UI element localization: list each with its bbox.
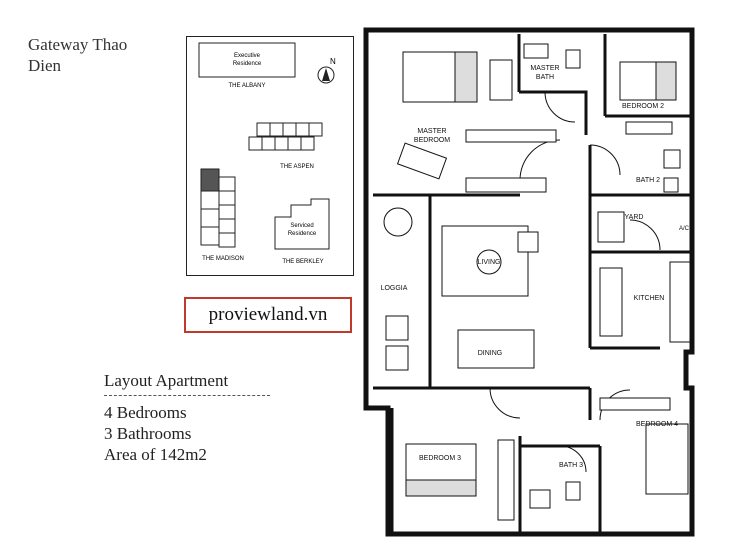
project-title-line-2: Dien	[28, 56, 62, 75]
label-ac: A/C	[679, 226, 690, 232]
compass-arrow-icon	[322, 68, 330, 81]
berkley-box-line-1: Serviced	[290, 223, 313, 229]
label-bedroom-4: BEDROOM 4	[636, 421, 678, 428]
info-bathrooms: 3 Bathrooms	[104, 424, 192, 443]
apartment-info: Layout Apartment 4 Bedrooms 3 Bathrooms …	[104, 370, 270, 465]
master-sink-icon	[523, 43, 549, 59]
master-toilet-icon	[565, 49, 581, 69]
label-master-bath-2: BATH	[536, 74, 554, 81]
label-bedroom-3: BEDROOM 3	[419, 455, 461, 462]
kitchen-counter-icon	[669, 261, 691, 343]
berkley-building	[274, 198, 330, 250]
loggia-chair-icon	[385, 315, 409, 341]
label-living: LIVING	[478, 259, 501, 266]
info-area: Area of 142m2	[104, 445, 207, 464]
madison-label: THE MADISON	[202, 256, 244, 262]
bedroom2-wardrobe-icon	[625, 121, 673, 135]
yard-washer-icon	[597, 211, 625, 243]
bath3-toilet-icon	[565, 481, 581, 501]
bath3-sink-icon	[529, 489, 551, 509]
madison-building	[200, 168, 236, 248]
door-bath3	[559, 445, 587, 473]
label-master-bedroom-1: MASTER	[417, 128, 446, 135]
loggia-plant-icon	[383, 207, 413, 237]
berkley-label: THE BERKLEY	[282, 259, 323, 265]
site-plan-drawing: Executive Residence THE ALBANY N THE ASP…	[198, 42, 336, 265]
bedroom3-wardrobe-icon	[497, 439, 515, 521]
label-bath-2: BATH 2	[636, 177, 660, 184]
master-cabinet-icon	[465, 177, 547, 193]
master-bathtub-icon	[489, 59, 513, 101]
wall-master-bath-south	[519, 90, 588, 135]
site-plan: Executive Residence THE ALBANY N THE ASP…	[186, 36, 354, 276]
door-bedroom3	[489, 387, 521, 419]
berkley-box-line-2: Residence	[288, 231, 317, 237]
info-bedrooms: 4 Bedrooms	[104, 403, 187, 422]
bedroom4-wardrobe-icon	[599, 397, 671, 411]
label-dining: DINING	[478, 350, 503, 357]
label-master-bedroom-2: BEDROOM	[414, 137, 450, 144]
door-yard	[629, 219, 661, 251]
outer-wall	[363, 27, 695, 537]
info-divider	[104, 395, 270, 396]
label-yard: YARD	[625, 214, 644, 221]
albany-building	[198, 42, 296, 78]
bath2-sink-icon	[663, 149, 681, 169]
label-loggia: LOGGIA	[381, 285, 408, 292]
aspen-building	[248, 122, 323, 151]
label-master-bath-1: MASTER	[530, 65, 559, 72]
bedroom3-bed-pillows-icon	[405, 479, 477, 497]
aspen-label: THE ASPEN	[280, 164, 314, 170]
info-heading: Layout Apartment	[104, 371, 229, 390]
door-master	[519, 139, 561, 181]
kitchen-island-icon	[599, 267, 623, 337]
albany-box-line-2: Residence	[233, 61, 262, 67]
bedroom2-bed-pillows-icon	[655, 61, 677, 101]
albany-label: THE ALBANY	[228, 83, 265, 89]
project-title: Gateway Thao Dien	[28, 34, 127, 76]
project-title-line-1: Gateway Thao	[28, 35, 128, 54]
label-bedroom-2: BEDROOM 2	[622, 103, 664, 110]
compass-label: N	[330, 57, 336, 66]
brand-watermark: proviewland.vn	[184, 297, 352, 333]
dining-table-icon	[457, 329, 535, 369]
door-master-bath	[544, 91, 576, 123]
bath2-toilet-icon	[663, 177, 679, 193]
armchair-icon	[517, 231, 539, 253]
living-table-icon	[476, 249, 502, 275]
label-kitchen: KITCHEN	[634, 295, 665, 302]
master-chair-icon	[396, 142, 448, 180]
label-bath-3: BATH 3	[559, 462, 583, 469]
master-bed-pillows-icon	[454, 51, 478, 103]
albany-box-line-1: Executive	[234, 53, 261, 59]
bedroom4-bed-icon	[645, 423, 689, 495]
door-bath2	[589, 144, 621, 176]
loggia-chair-2-icon	[385, 345, 409, 371]
master-wardrobe-icon	[465, 129, 557, 143]
